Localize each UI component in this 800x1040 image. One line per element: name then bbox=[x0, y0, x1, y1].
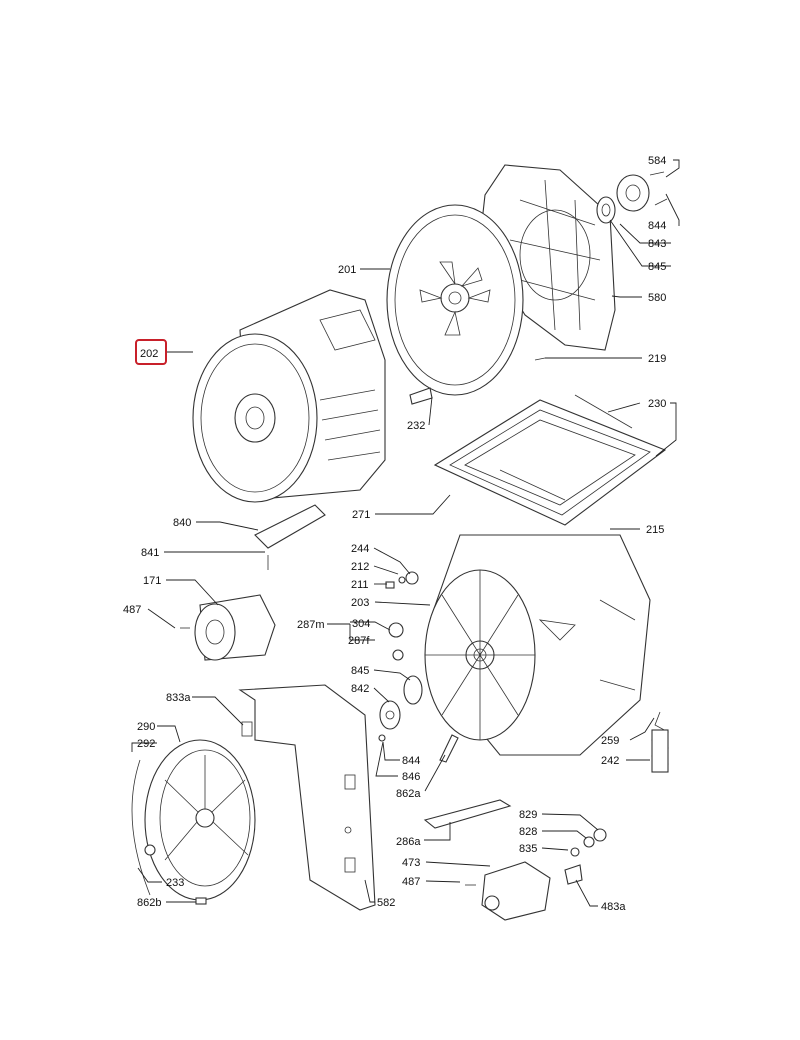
motor-171 bbox=[180, 594, 276, 661]
label-201: 201 bbox=[338, 264, 356, 276]
label-842: 842 bbox=[351, 683, 369, 695]
label-202: 202 bbox=[140, 348, 158, 360]
label-828: 828 bbox=[519, 826, 537, 838]
label-844-top: 844 bbox=[648, 220, 666, 232]
bearing-flange-parts bbox=[596, 171, 668, 224]
label-287f: 287f bbox=[348, 635, 370, 647]
label-215: 215 bbox=[646, 524, 664, 536]
part-labels: 584 844 843 845 580 201 202 219 232 230 … bbox=[123, 155, 666, 913]
highlight-box-202 bbox=[135, 339, 167, 365]
label-844-lower: 844 bbox=[402, 755, 420, 767]
tub-rear-half-215 bbox=[424, 534, 651, 756]
label-271: 271 bbox=[352, 509, 370, 521]
label-242: 242 bbox=[601, 755, 619, 767]
tub-seal-ring-230-271 bbox=[433, 394, 667, 526]
label-833a: 833a bbox=[166, 692, 191, 704]
small-parts-829-835 bbox=[564, 828, 607, 885]
label-835: 835 bbox=[519, 843, 537, 855]
label-304: 304 bbox=[352, 618, 370, 630]
label-219: 219 bbox=[648, 353, 666, 365]
label-846: 846 bbox=[402, 771, 420, 783]
label-473: 473 bbox=[402, 857, 420, 869]
pulley-290 bbox=[131, 739, 256, 905]
label-580: 580 bbox=[648, 292, 666, 304]
label-230: 230 bbox=[648, 398, 666, 410]
label-212: 212 bbox=[351, 561, 369, 573]
drum-202 bbox=[192, 289, 386, 503]
label-211: 211 bbox=[351, 579, 369, 591]
label-582: 582 bbox=[377, 897, 395, 909]
label-843: 843 bbox=[648, 238, 666, 250]
label-841: 841 bbox=[141, 547, 159, 559]
label-259: 259 bbox=[601, 735, 619, 747]
label-232: 232 bbox=[407, 420, 425, 432]
label-203: 203 bbox=[351, 597, 369, 609]
tub-front-panel-201 bbox=[386, 204, 524, 396]
label-286a: 286a bbox=[396, 836, 421, 848]
label-487-left: 487 bbox=[123, 604, 141, 616]
label-829: 829 bbox=[519, 809, 537, 821]
label-845-lower: 845 bbox=[351, 665, 369, 677]
bracket-840 bbox=[254, 504, 326, 570]
label-171: 171 bbox=[143, 575, 161, 587]
label-292: 292 bbox=[137, 738, 155, 750]
spring-242 bbox=[651, 711, 669, 773]
label-487-bottom: 487 bbox=[402, 876, 420, 888]
label-483a: 483a bbox=[601, 901, 626, 913]
label-233: 233 bbox=[166, 877, 184, 889]
drive-motor-473 bbox=[465, 861, 551, 921]
bearing-parts-lower bbox=[378, 675, 423, 742]
label-287m: 287m bbox=[297, 619, 325, 631]
label-584: 584 bbox=[648, 155, 666, 167]
label-244: 244 bbox=[351, 543, 369, 555]
label-840: 840 bbox=[173, 517, 191, 529]
label-862a: 862a bbox=[396, 788, 421, 800]
fastener-cluster bbox=[385, 571, 419, 661]
leader-lines bbox=[131, 159, 680, 907]
label-845-top: 845 bbox=[648, 261, 666, 273]
cabinet-frame-582 bbox=[238, 684, 376, 911]
label-290: 290 bbox=[137, 721, 155, 733]
label-862b: 862b bbox=[137, 897, 161, 909]
